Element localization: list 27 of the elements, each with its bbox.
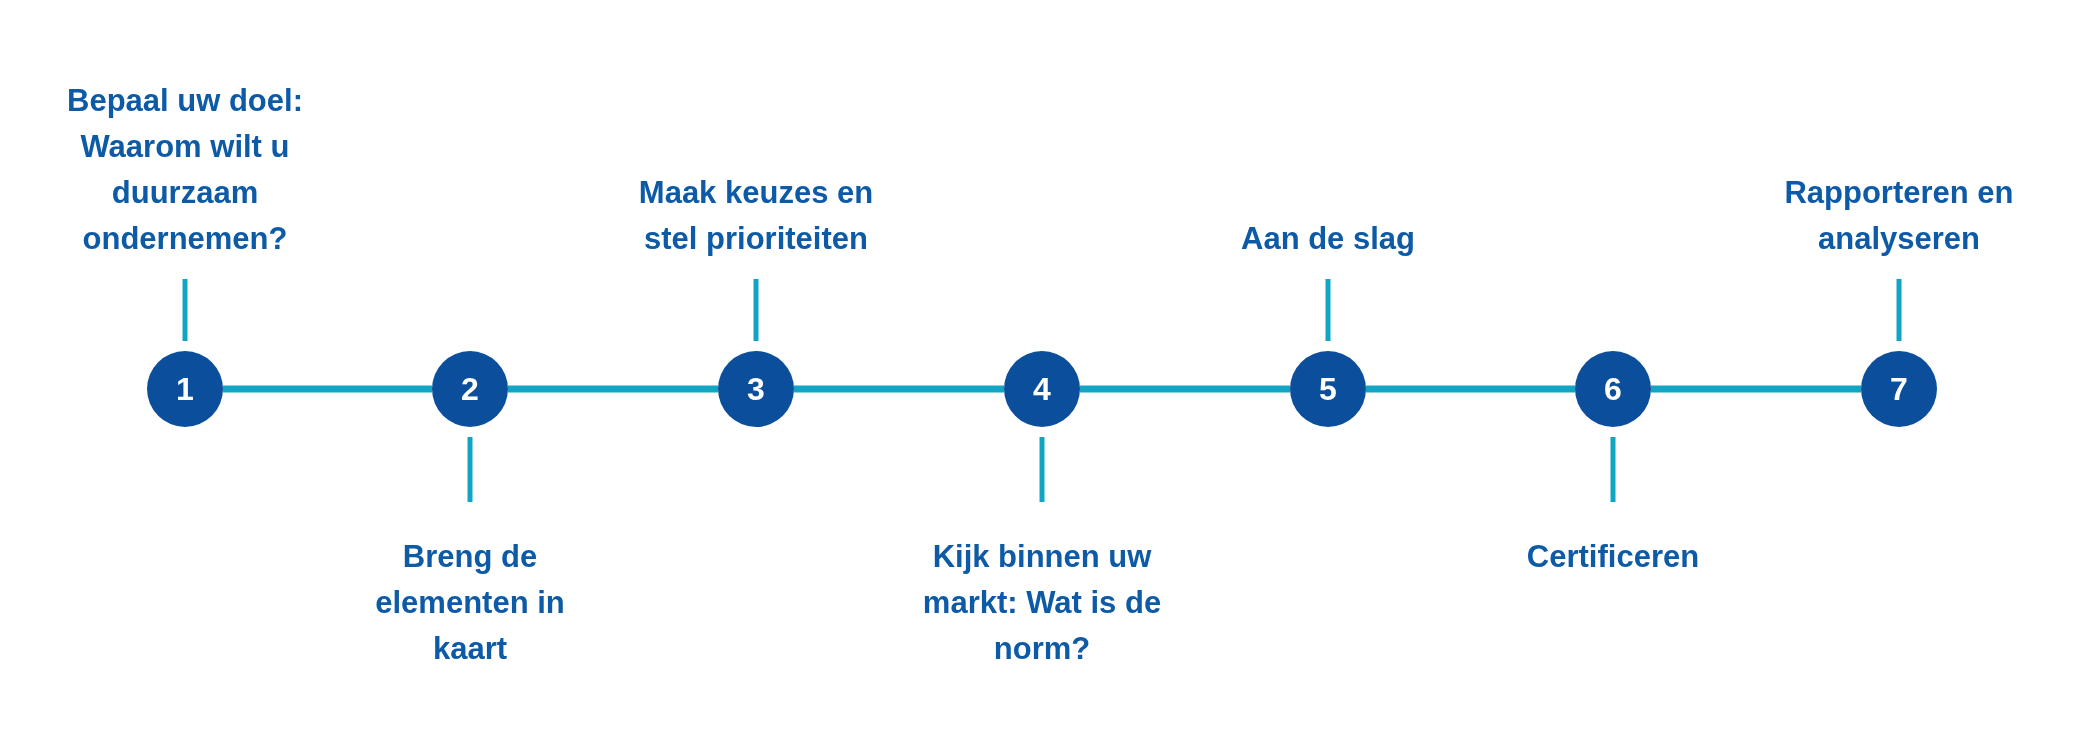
timeline-line [223,385,432,393]
step-number-circle: 2 [432,351,508,427]
step-label: Bepaal uw doel: Waarom wilt u duurzaam ondernemen? [50,78,320,262]
step-number-circle: 7 [1861,351,1937,427]
leader-line [753,279,759,341]
step-number-circle: 5 [1290,351,1366,427]
timeline-line [1366,385,1575,393]
leader-line [467,437,473,502]
leader-line [1325,279,1331,341]
step-number-circle: 3 [718,351,794,427]
leader-line [1896,279,1902,341]
step-label: Rapporteren en analyseren [1769,170,2029,262]
step-number-circle: 1 [147,351,223,427]
leader-line [1039,437,1045,502]
step-label: Maak keuzes en stel prioriteiten [636,170,876,262]
timeline-line [1651,385,1861,393]
leader-line [1610,437,1616,502]
timeline-line [794,385,1004,393]
step-number-circle: 4 [1004,351,1080,427]
step-label: Breng de elementen in kaart [360,534,580,672]
step-label: Certificeren [1483,534,1743,580]
step-number-circle: 6 [1575,351,1651,427]
timeline-line [1080,385,1290,393]
step-label: Kijk binnen uw markt: Wat is de norm? [902,534,1182,672]
leader-line [182,279,188,341]
timeline-line [508,385,718,393]
step-label: Aan de slag [1198,216,1458,262]
